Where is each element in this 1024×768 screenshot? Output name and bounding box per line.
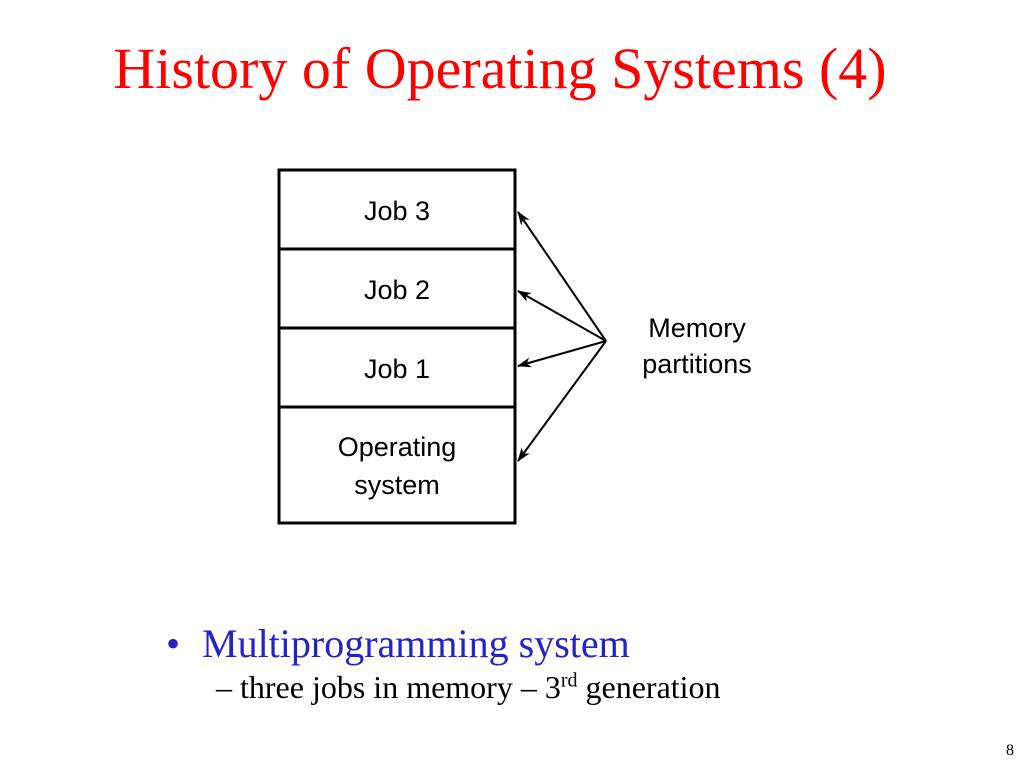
bullet-main: • Multiprogramming system [166, 618, 986, 670]
bullet-list: • Multiprogramming system – three jobs in… [166, 618, 986, 708]
bullet-main-text: Multiprogramming system [202, 621, 630, 666]
arrow-to-operating-system [517, 340, 607, 462]
partition-label-job-2: Job 2 [364, 275, 430, 305]
bullet-sub-text-before: three jobs in memory – 3 [240, 669, 561, 705]
arrow-to-job-2 [517, 290, 607, 342]
bullet-dot: • [166, 621, 181, 666]
memory-partitions-label-line-1: Memory [648, 313, 746, 343]
memory-block-outline [277, 168, 517, 525]
bullet-sub-superscript: rd [560, 669, 578, 692]
arrow-to-job-1 [517, 340, 607, 368]
slide-title: History of Operating Systems (4) [113, 36, 887, 101]
bullet-sub: – three jobs in memory – 3rd generation [216, 666, 986, 708]
page-number: 8 [1006, 742, 1014, 759]
partition-label-job-3: Job 3 [364, 196, 430, 226]
memory-partitions-label-line-2: partitions [642, 349, 752, 379]
bullet-sub-text-after: generation [577, 669, 721, 705]
bullet-sub-dash: – [216, 669, 232, 705]
partition-label-job-1: Job 1 [364, 354, 430, 384]
partition-label-operating: Operating [338, 432, 457, 462]
arrow-to-job-3 [517, 211, 607, 342]
partition-label-system: system [354, 470, 440, 500]
